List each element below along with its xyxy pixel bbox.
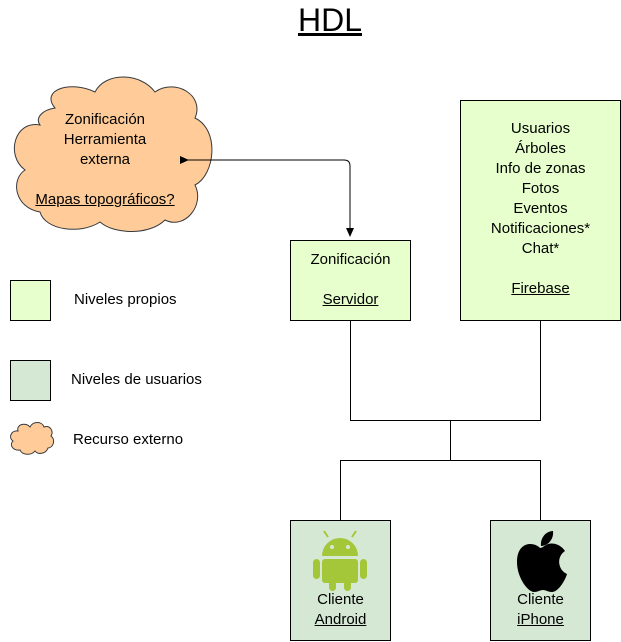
legend-external-cloud-icon <box>10 422 55 455</box>
iphone-client-link: iPhone <box>517 611 564 628</box>
connector-servers-join <box>350 321 541 421</box>
firebase-item-arboles: Árboles <box>515 140 566 157</box>
external-link-mapas: Mapas topográficos? <box>35 191 175 208</box>
android-icon <box>313 530 367 591</box>
zonificacion-title: Zonificación <box>310 251 391 268</box>
external-resource-cloud <box>13 76 213 232</box>
firebase-item-usuarios: Usuarios <box>510 120 571 137</box>
connector-clients-split <box>340 460 541 520</box>
diagram-title: HDL <box>297 2 362 38</box>
legend-own-swatch <box>10 280 51 321</box>
external-line-2: Herramienta <box>63 131 147 148</box>
iphone-client-label: Cliente <box>517 591 564 608</box>
firebase-item-chat: Chat* <box>521 240 560 257</box>
firebase-item-notificaciones: Notificaciones* <box>490 220 591 237</box>
firebase-text: Usuarios Árboles Info de zonas Fotos Eve… <box>461 119 620 299</box>
external-resource-text: Zonificación Herramienta externa Mapas t… <box>20 110 190 210</box>
zonificacion-server-box <box>290 240 411 321</box>
legend-own-label: Niveles propios <box>74 291 177 308</box>
iphone-client-text: Cliente iPhone <box>491 590 590 630</box>
android-client-label: Cliente <box>317 591 364 608</box>
firebase-item-fotos: Fotos <box>521 180 560 197</box>
firebase-item-eventos: Eventos <box>513 200 568 217</box>
android-client-text: Cliente Android <box>291 590 390 630</box>
zonificacion-text: Zonificación Servidor <box>291 250 410 310</box>
external-line-1: Zonificación <box>64 111 146 128</box>
legend-users-label: Niveles de usuarios <box>71 371 202 388</box>
android-client-link: Android <box>314 611 367 628</box>
zonificacion-link-servidor: Servidor <box>322 291 379 308</box>
firebase-item-zonas: Info de zonas <box>495 160 586 177</box>
external-line-3: externa <box>79 151 131 168</box>
firebase-box <box>460 100 621 321</box>
apple-icon <box>517 531 567 592</box>
legend-external-label: Recurso externo <box>73 431 184 448</box>
connector-cloud-zonificacion <box>180 156 354 237</box>
firebase-link: Firebase <box>511 280 570 297</box>
legend-users-swatch <box>10 360 51 401</box>
